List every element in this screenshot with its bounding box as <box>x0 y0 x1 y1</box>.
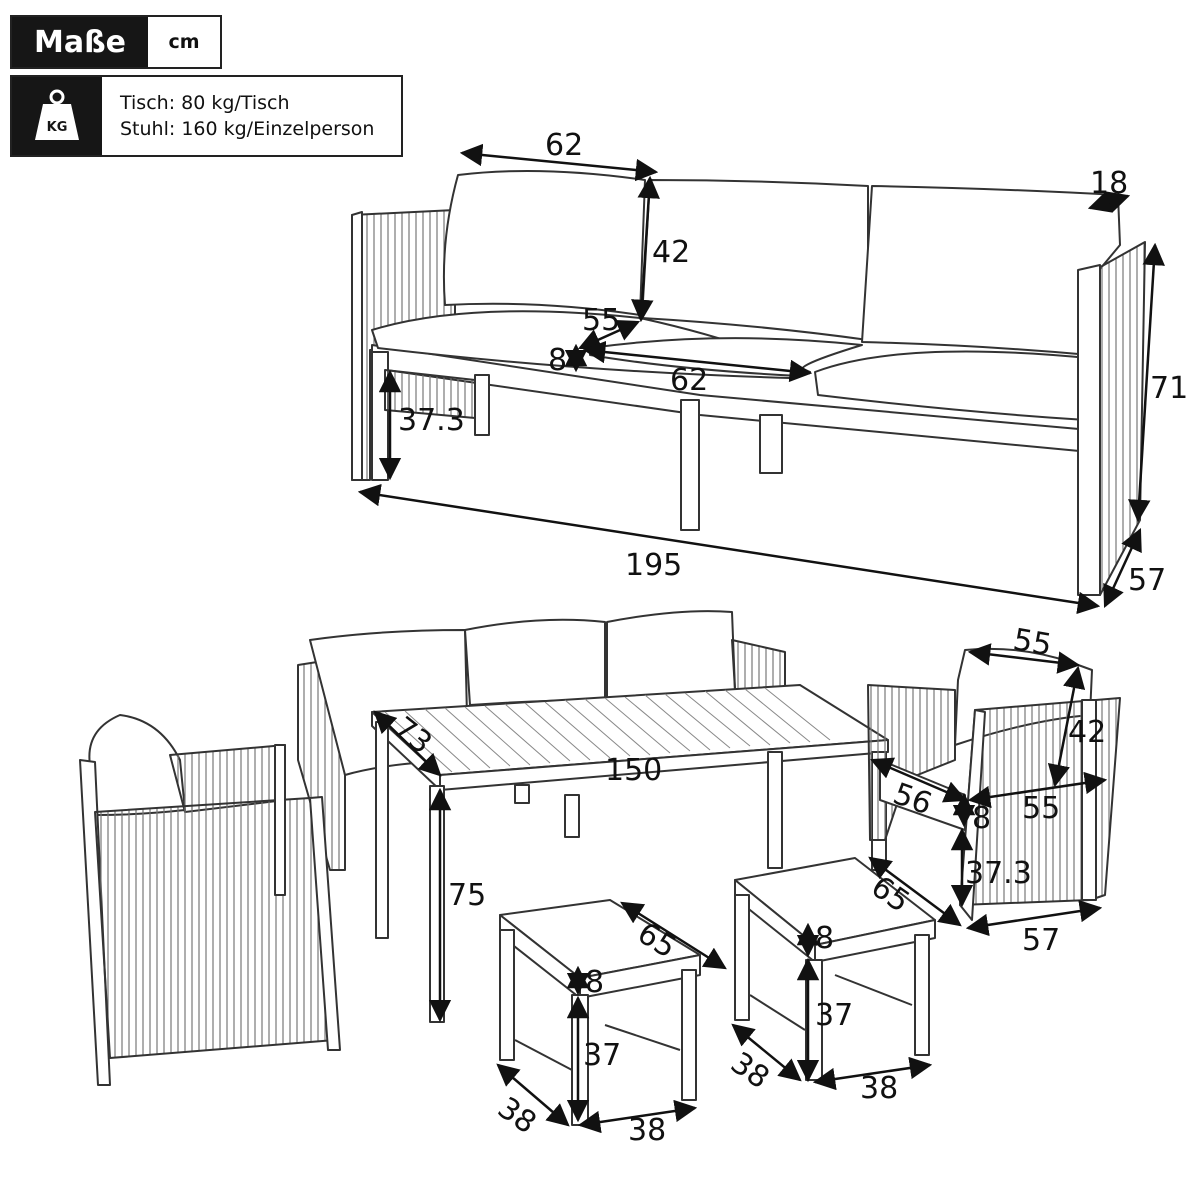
armchair-width: 57 <box>1022 923 1060 958</box>
sofa-total-height: 71 <box>1150 371 1188 406</box>
left-armchair-drawing <box>79 714 341 1086</box>
table-height: 75 <box>448 878 486 913</box>
load-line-chair: Stuhl: 160 kg/Einzelperson <box>120 118 375 140</box>
sofa-back-height: 42 <box>652 235 690 270</box>
sofa-dimensions <box>357 143 1165 615</box>
weight-kg-icon: KG <box>12 77 102 155</box>
sofa-seat-width: 62 <box>670 363 708 398</box>
table-width: 150 <box>605 753 662 788</box>
title-box: Maße cm <box>10 15 222 69</box>
right-stool-height: 37 <box>815 998 853 1033</box>
sofa-seat-height: 37.3 <box>398 403 465 438</box>
set-dimensions <box>373 643 1108 1134</box>
load-lines: Tisch: 80 kg/Tisch Stuhl: 160 kg/Einzelp… <box>102 77 401 155</box>
sofa-drawing <box>351 170 1146 596</box>
armchair-seat-height: 37.3 <box>965 856 1032 891</box>
sofa-dimension-labels: 62 42 18 55 8 62 37.3 71 195 57 <box>398 128 1188 598</box>
sofa-back-thickness: 18 <box>1090 166 1128 201</box>
sofa-total-width: 195 <box>625 548 682 583</box>
left-stool-width: 38 <box>628 1113 666 1148</box>
sofa-seat-thickness: 8 <box>548 343 567 378</box>
weight-icon-label: KG <box>47 120 68 135</box>
right-stool-cushion: 8 <box>815 921 834 956</box>
load-capacity-box: KG Tisch: 80 kg/Tisch Stuhl: 160 kg/Einz… <box>10 75 403 157</box>
armchair-back-height: 42 <box>1068 715 1106 750</box>
left-stool-cushion: 8 <box>585 965 604 1000</box>
page-title: Maße <box>12 17 148 67</box>
sofa-back-cushion-width: 62 <box>545 128 583 163</box>
load-line-table: Tisch: 80 kg/Tisch <box>120 92 290 114</box>
armchair-seat-thickness: 8 <box>972 801 991 836</box>
sofa-seat-depth: 55 <box>582 303 620 338</box>
sofa-total-depth: 57 <box>1128 563 1166 598</box>
armchair-seat-depth: 55 <box>1022 791 1060 826</box>
left-stool-height: 37 <box>583 1038 621 1073</box>
armchair-back-width: 55 <box>1011 622 1055 663</box>
unit-label: cm <box>168 31 200 53</box>
right-stool-width: 38 <box>860 1071 898 1106</box>
